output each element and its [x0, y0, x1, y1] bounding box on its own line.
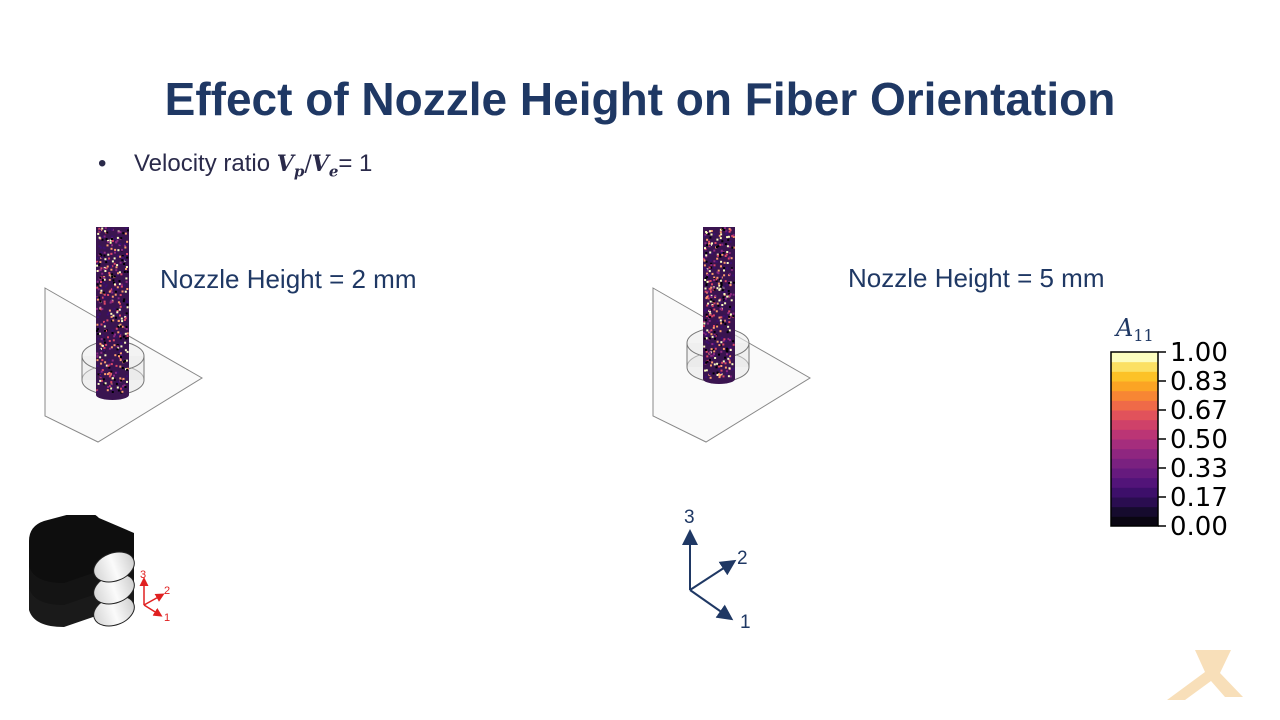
colorbar-tick-label: 0.33	[1170, 454, 1228, 484]
colorbar-band	[1111, 477, 1158, 488]
inset-axis-2-label: 2	[164, 585, 170, 597]
colorbar-tick-label: 0.50	[1170, 425, 1228, 455]
colorbar-tick-label: 1.00	[1170, 338, 1228, 368]
formula-slash: /	[304, 152, 312, 177]
formula-p-subscript: p	[293, 162, 305, 181]
colorbar-band	[1111, 487, 1158, 498]
colorbar: A11 1.000.830.670.500.330.170.00	[1110, 314, 1228, 540]
axis-2-label: 2	[737, 548, 748, 569]
slide-title: Effect of Nozzle Height on Fiber Orienta…	[164, 73, 1116, 125]
bullet-text-prefix: Velocity ratio	[134, 150, 277, 177]
colorbar-band	[1111, 371, 1158, 382]
colorbar-band	[1111, 400, 1158, 411]
axis-2-arrow	[689, 559, 737, 591]
simulation-5mm	[652, 227, 811, 443]
inset-axis-1-label: 1	[164, 612, 170, 624]
formula-ve: V	[311, 151, 329, 177]
colorbar-band	[1111, 390, 1158, 401]
axes-triad: 3 2 1	[682, 507, 751, 633]
formula-e-subscript: e	[328, 162, 339, 181]
bead-top	[29, 515, 135, 583]
fiber-strand	[703, 227, 735, 384]
colorbar-bands	[1111, 352, 1158, 527]
colorbar-band	[1111, 352, 1158, 363]
colorbar-ticks: 1.000.830.670.500.330.170.00	[1158, 338, 1228, 540]
colorbar-band	[1111, 429, 1158, 440]
colorbar-band	[1111, 419, 1158, 430]
bullet-marker: •	[98, 150, 107, 177]
colorbar-band	[1111, 410, 1158, 421]
inset-axes-triad: 3 2 1	[139, 569, 170, 624]
colorbar-band	[1111, 381, 1158, 392]
colorbar-tick-label: 0.00	[1170, 512, 1228, 540]
colorbar-band	[1111, 458, 1158, 469]
colorbar-band	[1111, 361, 1158, 372]
nozzle-height-5mm-label: Nozzle Height = 5 mm	[848, 263, 1105, 293]
colorbar-band	[1111, 468, 1158, 479]
axis-1-label: 1	[740, 612, 751, 633]
nozzle-height-2mm-label: Nozzle Height = 2 mm	[160, 264, 417, 294]
colorbar-title: A11	[1114, 314, 1154, 345]
colorbar-band	[1111, 497, 1158, 508]
fiber-strand	[96, 227, 129, 400]
axis-3-label: 3	[684, 507, 695, 528]
colorbar-band	[1111, 448, 1158, 459]
axis-1-arrow	[689, 589, 734, 621]
simulation-2mm	[44, 227, 203, 443]
bullet-velocity-ratio: •Velocity ratio Vp/Ve= 1	[98, 150, 372, 180]
colorbar-tick-label: 0.83	[1170, 367, 1228, 397]
colorbar-band	[1111, 516, 1158, 527]
bullet-text-suffix: = 1	[338, 150, 373, 177]
stacked-beads-inset: 3 2 1	[29, 515, 170, 627]
formula-vp: V	[276, 151, 294, 177]
colorbar-band	[1111, 506, 1158, 517]
colorbar-band	[1111, 439, 1158, 450]
inset-axis-3-label: 3	[140, 569, 146, 581]
colorbar-tick-label: 0.17	[1170, 483, 1228, 513]
colorbar-tick-label: 0.67	[1170, 396, 1228, 426]
corner-logo	[1167, 650, 1243, 700]
velocity-ratio-formula: Vp/Ve	[276, 151, 339, 181]
